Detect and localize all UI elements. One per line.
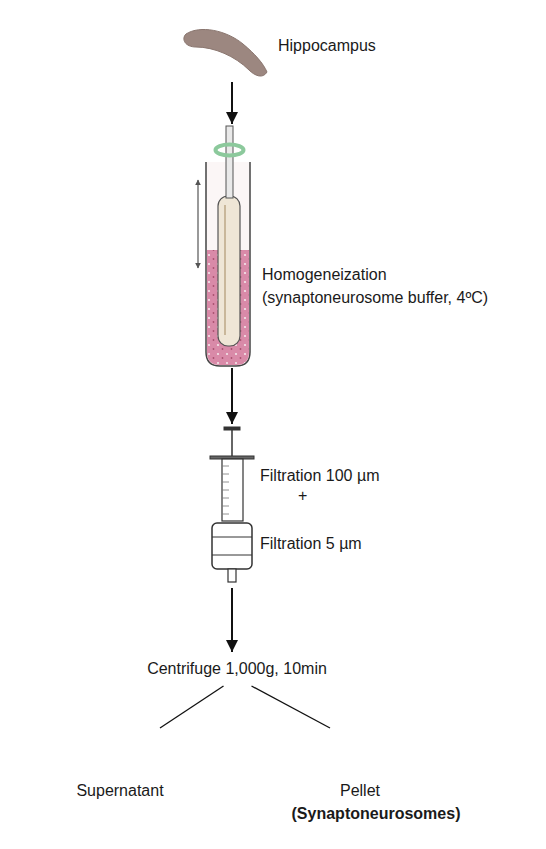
homogenizer <box>198 126 250 366</box>
step-label: Filtration 5 µm <box>260 534 362 554</box>
split-line <box>252 686 331 728</box>
flow-arrow <box>231 82 233 124</box>
flow-arrow <box>231 368 233 424</box>
hippocampus-shape <box>184 29 267 76</box>
step-label: Supernatant <box>76 781 163 801</box>
step-label: Hippocampus <box>278 36 376 56</box>
step-label: (synaptoneurosome buffer, 4ºC) <box>262 288 488 308</box>
step-label: Centrifuge 1,000g, 10min <box>147 659 327 679</box>
split-line <box>160 686 224 728</box>
filtration-step: Filtration 100 µm+ Filtration 5 µm <box>200 424 400 588</box>
supernatant-fraction: Supernatant <box>60 728 180 805</box>
step-label: Pellet <box>340 781 380 801</box>
step-label: Filtration 100 µm <box>260 466 379 486</box>
hippocampus-step: Hippocampus <box>180 22 380 82</box>
centrifuge-step: Centrifuge 1,000g, 10min <box>100 652 375 686</box>
syringe-filter <box>210 427 254 582</box>
step-label: Homogeneization <box>262 265 387 285</box>
pellet-fraction: Pellet (Synaptoneurosomes) <box>280 728 470 828</box>
flow-arrow <box>231 588 233 652</box>
step-label: + <box>298 486 307 506</box>
step-label: (Synaptoneurosomes) <box>292 804 461 824</box>
homogenization-step: Homogeneization (synaptoneurosome buffer,… <box>195 124 492 368</box>
